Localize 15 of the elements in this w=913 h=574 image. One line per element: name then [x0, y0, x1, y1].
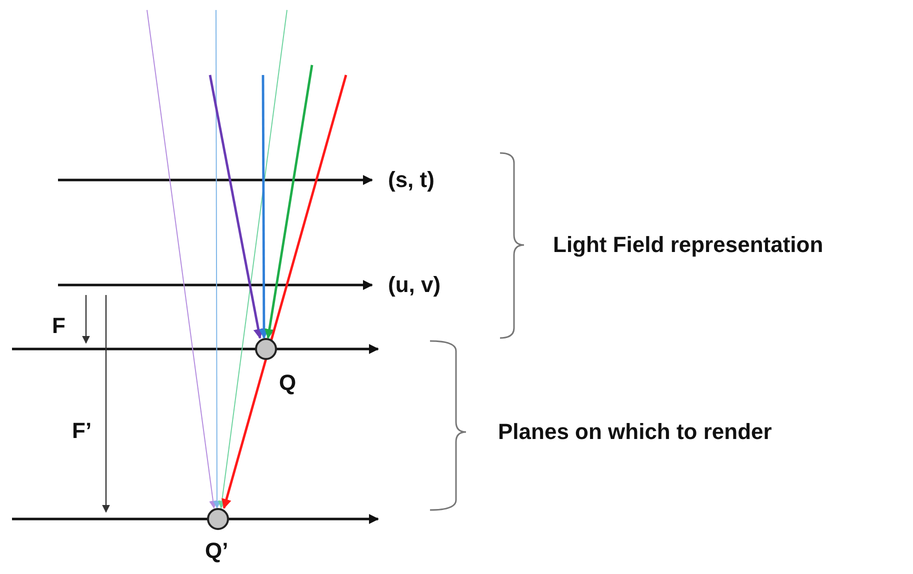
light-ray-arrow [218, 10, 288, 509]
coordinate-label: (u, v) [388, 274, 441, 296]
point-label: Q [279, 372, 296, 394]
dimension-label: F [52, 315, 66, 337]
dimension-label: F’ [72, 420, 92, 442]
point-label: Q’ [205, 540, 228, 562]
light-ray-arrow [208, 74, 264, 339]
coordinate-label: (s, t) [388, 169, 434, 191]
light-ray-arrow [258, 75, 269, 339]
light-ray-arrow [264, 64, 314, 339]
light-ray-arrow [222, 74, 348, 509]
brace-label: Light Field representation [553, 234, 824, 256]
light-ray-arrow [212, 10, 221, 509]
brace-label: Planes on which to render [498, 421, 772, 443]
light-ray-arrow [146, 10, 217, 509]
